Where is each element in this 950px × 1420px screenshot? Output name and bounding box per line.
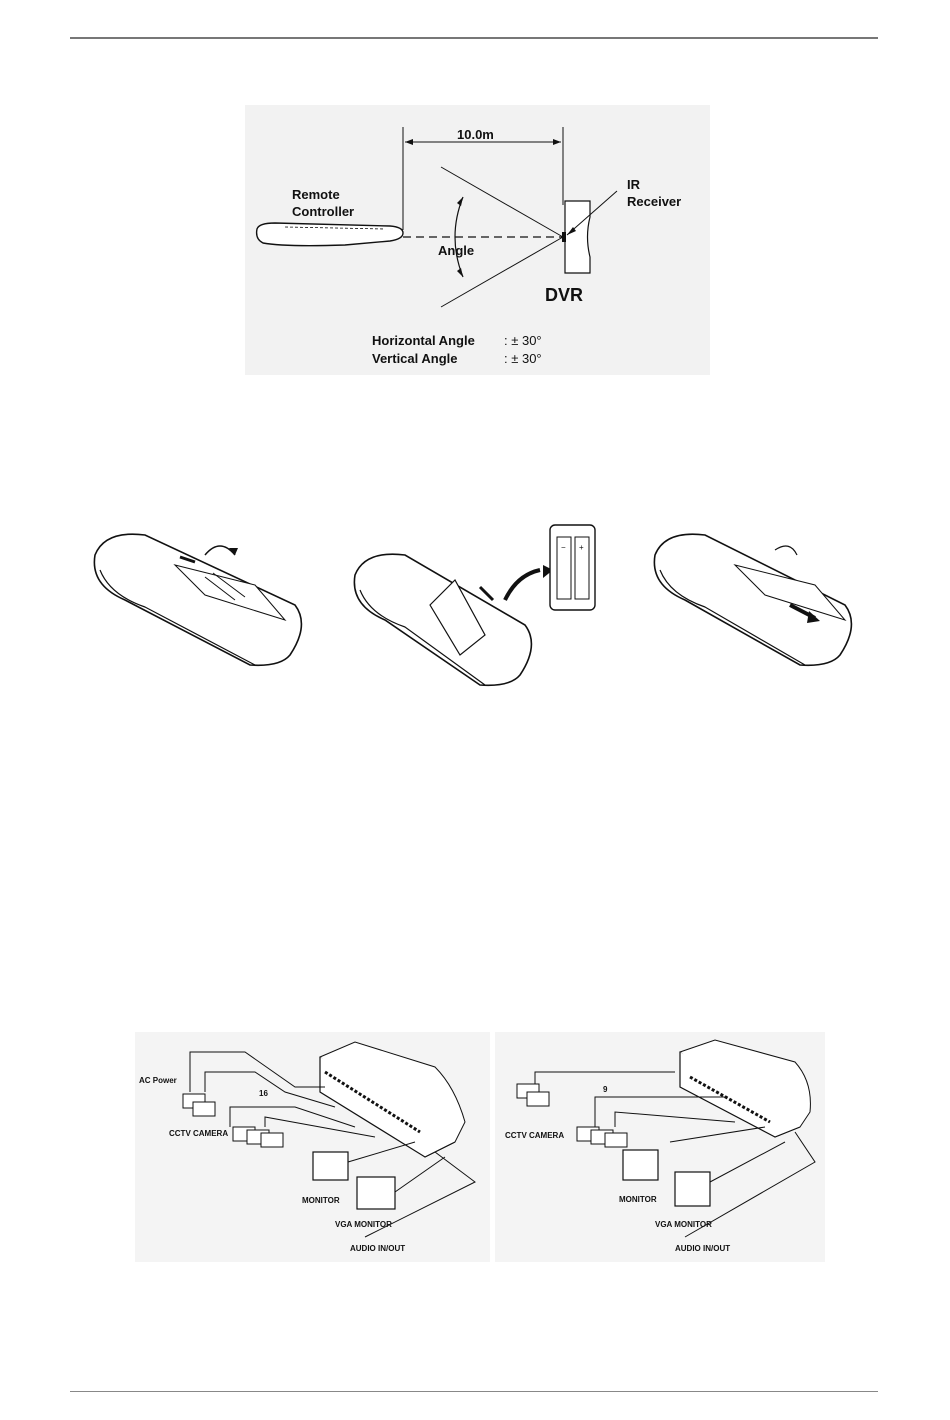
footer-rule	[70, 1391, 878, 1392]
battery-polarity-plus: +	[579, 543, 584, 552]
connection-16ch-drawing	[135, 1032, 490, 1262]
monitor-label: MONITOR	[619, 1195, 657, 1204]
cctv-camera-label: CCTV CAMERA	[169, 1129, 228, 1138]
connection-diagram-9ch: 9 CCTV CAMERA MONITOR VGA MONITOR AUDIO …	[495, 1032, 825, 1262]
header-rule	[70, 37, 878, 39]
ac-power-label: AC Power	[139, 1076, 177, 1085]
battery-steps-drawing: − +	[85, 515, 865, 695]
camera-count-label: 16	[259, 1089, 268, 1098]
audio-label: AUDIO IN/OUT	[675, 1244, 730, 1253]
battery-polarity-minus: −	[561, 543, 566, 552]
remote-label-line2: Controller	[292, 204, 354, 220]
battery-step-3-remote	[654, 534, 851, 665]
battery-step-2-remote: − +	[354, 525, 595, 685]
remote-label-line1: Remote	[292, 187, 340, 203]
spec-vertical-value: : ± 30°	[504, 351, 542, 366]
battery-steps-illustration: − +	[85, 515, 865, 695]
ir-label-line1: IR	[627, 177, 640, 193]
monitor-label: MONITOR	[302, 1196, 340, 1205]
audio-label: AUDIO IN/OUT	[350, 1244, 405, 1253]
angle-label: Angle	[438, 243, 474, 258]
ir-label-line2: Receiver	[627, 194, 681, 210]
spec-horizontal-value: : ± 30°	[504, 333, 542, 348]
spec-horizontal-label: Horizontal Angle	[372, 333, 475, 348]
ir-range-drawing	[245, 105, 710, 375]
vga-monitor-label: VGA MONITOR	[655, 1220, 712, 1229]
connection-diagram-16ch: AC Power 16 CCTV CAMERA MONITOR VGA MONI…	[135, 1032, 490, 1262]
spec-vertical-label: Vertical Angle	[372, 351, 458, 366]
camera-count-label: 9	[603, 1085, 607, 1094]
battery-step-1-remote	[94, 534, 301, 665]
distance-label: 10.0m	[457, 127, 494, 142]
vga-monitor-label: VGA MONITOR	[335, 1220, 392, 1229]
dvr-label: DVR	[545, 285, 583, 306]
ir-range-diagram: Remote Controller 10.0m IR Receiver Angl…	[245, 105, 710, 375]
cctv-camera-label: CCTV CAMERA	[505, 1131, 564, 1140]
